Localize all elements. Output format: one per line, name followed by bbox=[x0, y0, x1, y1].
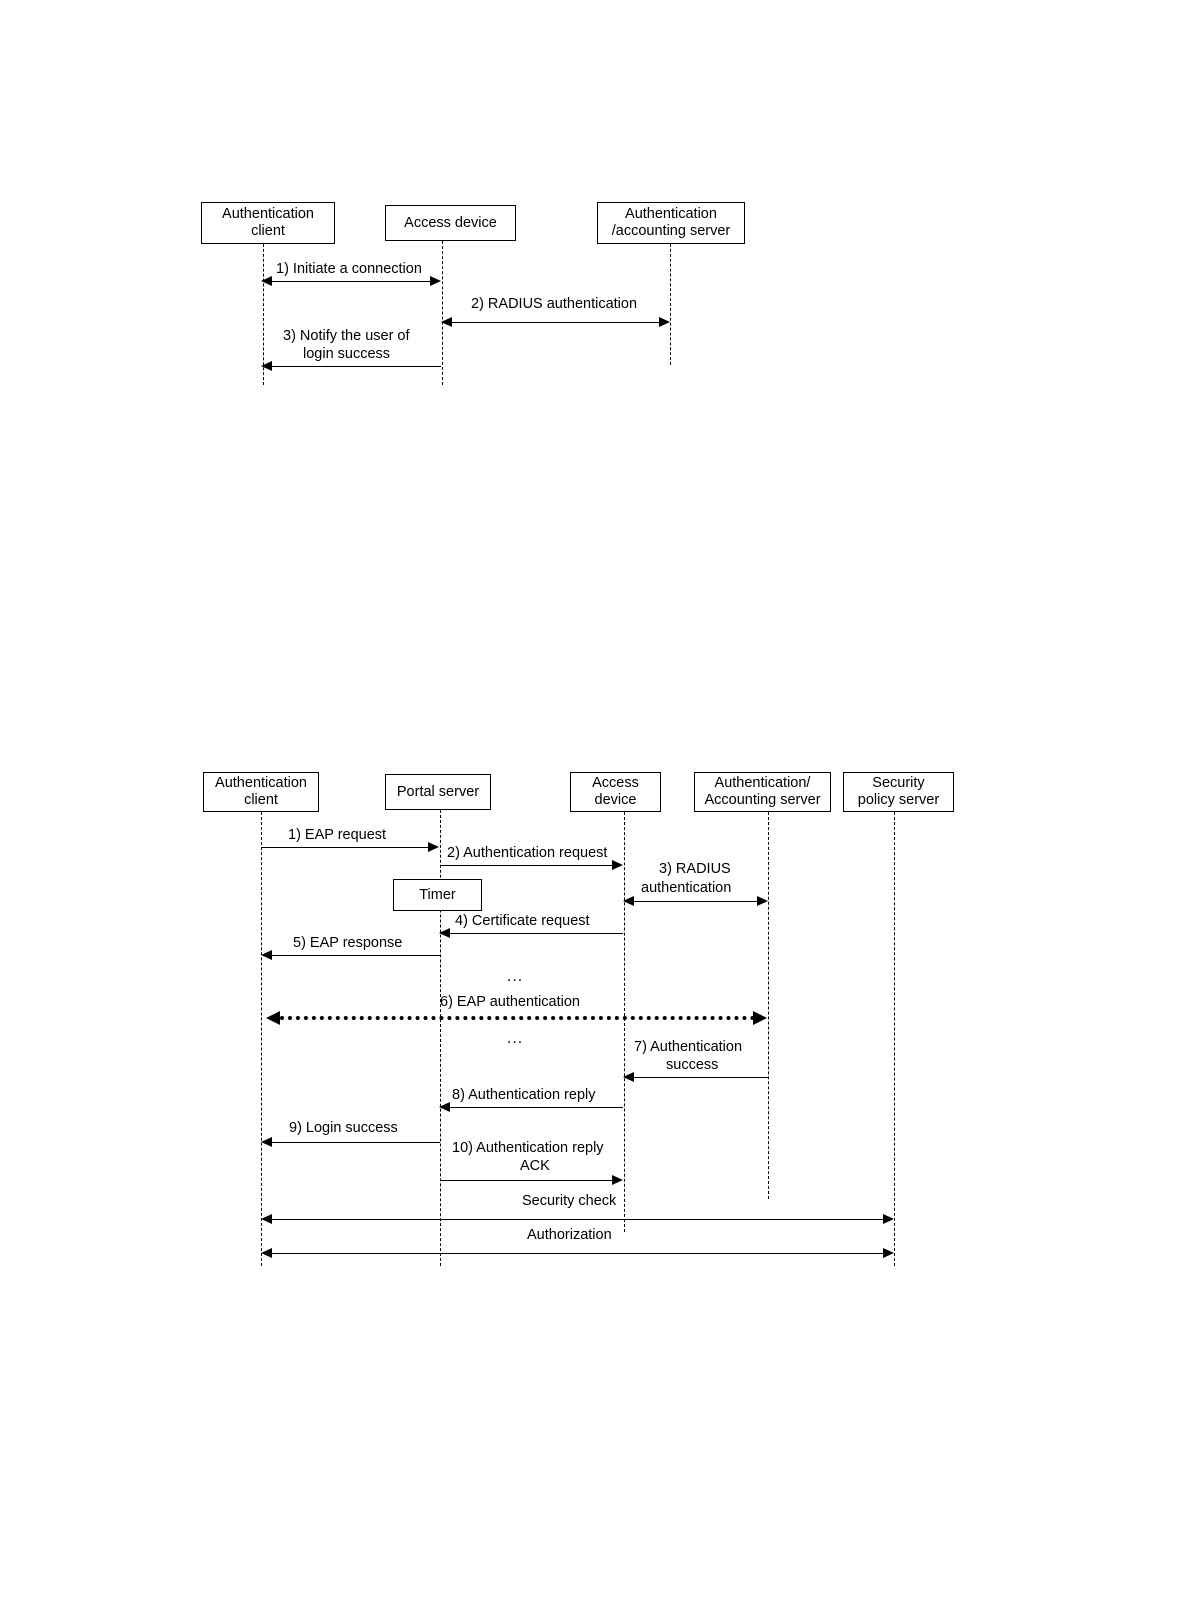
message-arrowhead-left bbox=[261, 1137, 272, 1147]
participant-box-security-policy-server: Security policy server bbox=[843, 772, 954, 812]
sequence-diagram-radius-authentication: Authentication client Access device Auth… bbox=[0, 0, 1190, 420]
message-arrow-line bbox=[441, 1180, 613, 1181]
message-dotted-line bbox=[280, 1016, 755, 1020]
participant-label: Authentication client bbox=[213, 775, 309, 808]
continuation-ellipsis-bottom: ... bbox=[506, 1030, 524, 1047]
participant-label: Security policy server bbox=[856, 775, 941, 808]
message-arrowhead-left bbox=[623, 1072, 634, 1082]
message-arrowhead-right bbox=[659, 317, 670, 327]
message-label: 2) Authentication request bbox=[447, 845, 608, 861]
message-arrowhead-left bbox=[261, 950, 272, 960]
message-arrow-line bbox=[270, 1253, 886, 1254]
message-label: 6) EAP authentication bbox=[440, 994, 580, 1010]
message-arrow-line bbox=[268, 366, 441, 367]
message-label-line2: authentication bbox=[641, 880, 732, 896]
message-arrowhead-left bbox=[261, 1248, 272, 1258]
lifeline-authentication-accounting-server bbox=[768, 812, 769, 1199]
participant-label-line2: client bbox=[251, 223, 285, 239]
message-label: 1) Initiate a connection bbox=[276, 261, 422, 277]
participant-label-line1: Authentication/ bbox=[714, 775, 811, 792]
message-label: 8) Authentication reply bbox=[452, 1087, 596, 1103]
message-arrow-line bbox=[270, 1219, 886, 1220]
participant-label: Authentication client bbox=[220, 206, 316, 239]
message-arrow-line bbox=[450, 322, 664, 323]
message-arrow-line bbox=[448, 1107, 623, 1108]
participant-box-access-device: Access device bbox=[385, 205, 516, 241]
participant-box-authentication-client: Authentication client bbox=[203, 772, 319, 812]
message-arrowhead-left bbox=[261, 276, 272, 286]
message-label-line1: 3) Notify the user of bbox=[283, 328, 410, 344]
message-label-line1: 10) Authentication reply bbox=[452, 1140, 604, 1156]
message-arrow-line bbox=[262, 847, 429, 848]
lifeline-authentication-client bbox=[261, 812, 262, 1266]
continuation-ellipsis-top: ... bbox=[506, 968, 524, 985]
message-arrowhead-left bbox=[266, 1011, 280, 1025]
participant-label-line1: Access bbox=[592, 775, 639, 792]
message-arrowhead-right bbox=[612, 1175, 623, 1185]
participant-box-authentication-client: Authentication client bbox=[201, 202, 335, 244]
participant-label: Access device bbox=[590, 775, 641, 808]
message-label: 2) RADIUS authentication bbox=[471, 296, 638, 312]
participant-label-line1: Authentication bbox=[222, 206, 314, 223]
participant-label-line2: policy server bbox=[857, 792, 940, 808]
timer-box: Timer bbox=[393, 879, 482, 911]
message-arrowhead-right bbox=[612, 860, 623, 870]
message-arrowhead-left bbox=[261, 1214, 272, 1224]
participant-label: Portal server bbox=[395, 784, 481, 801]
lifeline-access-device bbox=[624, 812, 625, 1232]
participant-label-line2: Accounting server bbox=[704, 792, 821, 808]
message-arrowhead-left bbox=[261, 361, 272, 371]
participant-label: Authentication /accounting server bbox=[610, 206, 732, 239]
message-arrowhead-left bbox=[441, 317, 452, 327]
participant-label: Access device bbox=[402, 215, 499, 232]
participant-box-authentication-accounting-server: Authentication/ Accounting server bbox=[694, 772, 831, 812]
message-arrow-line bbox=[441, 865, 613, 866]
message-arrowhead-right bbox=[883, 1214, 894, 1224]
message-label: 5) EAP response bbox=[293, 935, 403, 951]
participant-label-line1: Authentication bbox=[625, 206, 717, 223]
message-label-line1: 7) Authentication bbox=[634, 1039, 743, 1055]
message-label: Authorization bbox=[527, 1227, 612, 1243]
participant-label-line1: Authentication bbox=[215, 775, 307, 792]
message-label-line2: ACK bbox=[520, 1158, 550, 1174]
message-label-line1: 3) RADIUS bbox=[659, 861, 731, 877]
message-label: 1) EAP request bbox=[288, 827, 387, 843]
message-arrow-line bbox=[269, 1142, 440, 1143]
message-arrowhead-right bbox=[883, 1248, 894, 1258]
message-arrow-line bbox=[631, 901, 762, 902]
message-label: 9) Login success bbox=[289, 1120, 398, 1136]
message-arrow-line bbox=[448, 933, 623, 934]
participant-label-line1: Security bbox=[872, 775, 925, 792]
message-arrowhead-left bbox=[439, 1102, 450, 1112]
lifeline-security-policy-server bbox=[894, 812, 895, 1266]
message-arrowhead-left bbox=[623, 896, 634, 906]
participant-label-line1: Access device bbox=[404, 214, 497, 231]
participant-label-line2: device bbox=[594, 792, 637, 808]
timer-box-label: Timer bbox=[419, 887, 456, 903]
message-arrow-line bbox=[269, 955, 440, 956]
message-label: Security check bbox=[522, 1193, 617, 1209]
lifeline-portal-server bbox=[440, 810, 441, 1266]
message-label: 4) Certificate request bbox=[455, 913, 590, 929]
participant-label-line2: /accounting server bbox=[611, 223, 731, 239]
message-arrow-line bbox=[268, 281, 437, 282]
participant-box-portal-server: Portal server bbox=[385, 774, 491, 810]
participant-label-line2: client bbox=[244, 792, 278, 808]
message-arrowhead-right bbox=[753, 1011, 767, 1025]
message-arrowhead-right bbox=[428, 842, 439, 852]
participant-box-access-device: Access device bbox=[570, 772, 661, 812]
participant-label-line1: Portal server bbox=[396, 783, 480, 800]
message-arrowhead-right bbox=[757, 896, 768, 906]
lifeline-authentication-client bbox=[263, 244, 264, 385]
message-arrowhead-left bbox=[439, 928, 450, 938]
participant-box-authentication-accounting-server: Authentication /accounting server bbox=[597, 202, 745, 244]
message-label-line2: success bbox=[666, 1057, 719, 1073]
message-arrow-line bbox=[632, 1077, 768, 1078]
lifeline-authentication-accounting-server bbox=[670, 244, 671, 365]
message-label-line2: login success bbox=[303, 346, 391, 362]
participant-label: Authentication/ Accounting server bbox=[702, 775, 822, 808]
lifeline-access-device bbox=[442, 241, 443, 385]
message-arrowhead-right bbox=[430, 276, 441, 286]
